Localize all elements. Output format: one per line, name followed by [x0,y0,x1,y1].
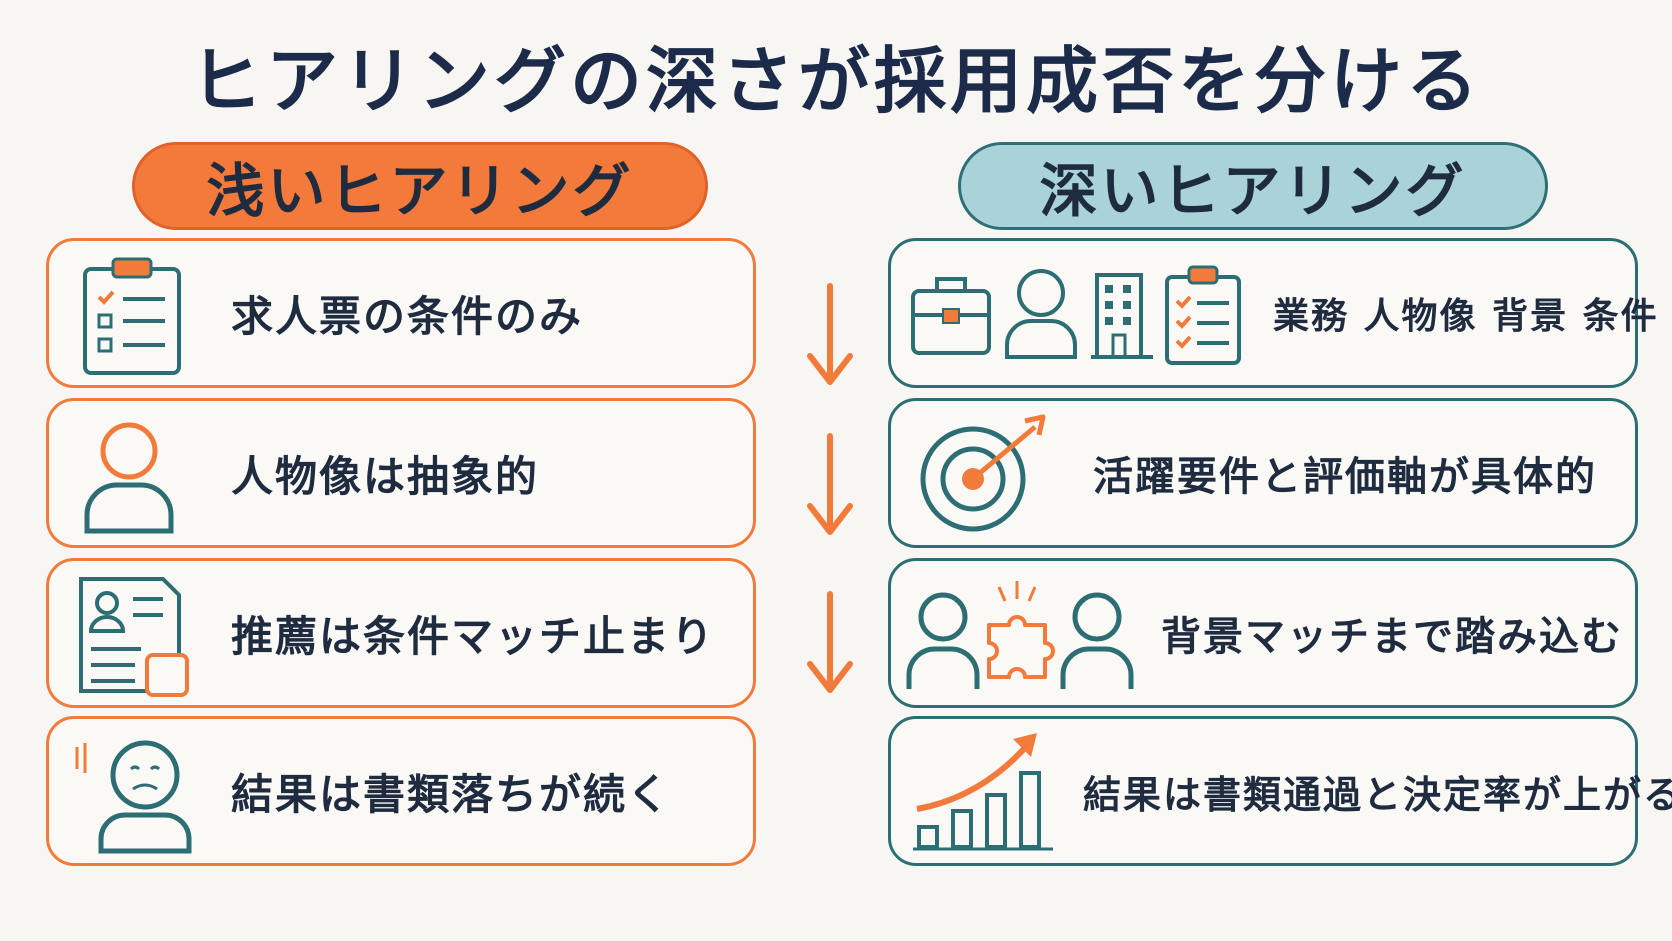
briefcase-icon [911,277,991,355]
profile-document-icon [79,577,189,697]
shallow-item-text: 人物像は抽象的 [231,451,540,501]
down-arrow-icon [807,433,853,535]
people-puzzle-icon [906,581,1134,689]
shallow-hearing-header: 浅いヒアリング [132,142,708,230]
deep-card-2: 活躍要件と評価軸が具体的 [888,398,1638,548]
building-icon [1091,273,1153,359]
deep-item-text: 結果は書類通過と決定率が上がる [1083,772,1672,817]
target-arrow-icon [920,414,1046,532]
deep-card-4: 結果は書類通過と決定率が上がる [888,716,1672,866]
down-arrow-icon [807,591,853,693]
deep-item-text: 業務 人物像 背景 条件 [1273,296,1659,337]
page-title: ヒアリングの深さが採用成否を分ける [189,39,1482,123]
person-outline-icon [84,422,174,534]
shallow-item-text: 推薦は条件マッチ止まり [231,611,716,661]
shallow-card-3: 推薦は条件マッチ止まり [46,558,756,708]
person-icon [1005,269,1077,359]
growth-chart-icon [913,733,1053,851]
shallow-card-4: 結果は書類落ちが続く [46,716,756,866]
shallow-item-text: 結果は書類落ちが続く [231,769,672,819]
deep-card-1: 業務 人物像 背景 条件 [888,238,1657,388]
clipboard-checklist-icon [83,257,181,375]
deep-card-3: 背景マッチまで踏み込む [888,558,1638,708]
deep-item-text: 活躍要件と評価軸が具体的 [1093,454,1597,500]
checklist-icon [1165,265,1241,365]
shallow-card-1: 求人票の条件のみ [46,238,756,388]
shallow-card-2: 人物像は抽象的 [46,398,756,548]
down-arrow-icon [807,283,853,385]
sad-face-icon [75,740,192,854]
shallow-item-text: 求人票の条件のみ [231,291,584,341]
deep-hearing-header: 深いヒアリング [958,142,1548,230]
deep-item-text: 背景マッチまで踏み込む [1161,614,1623,660]
